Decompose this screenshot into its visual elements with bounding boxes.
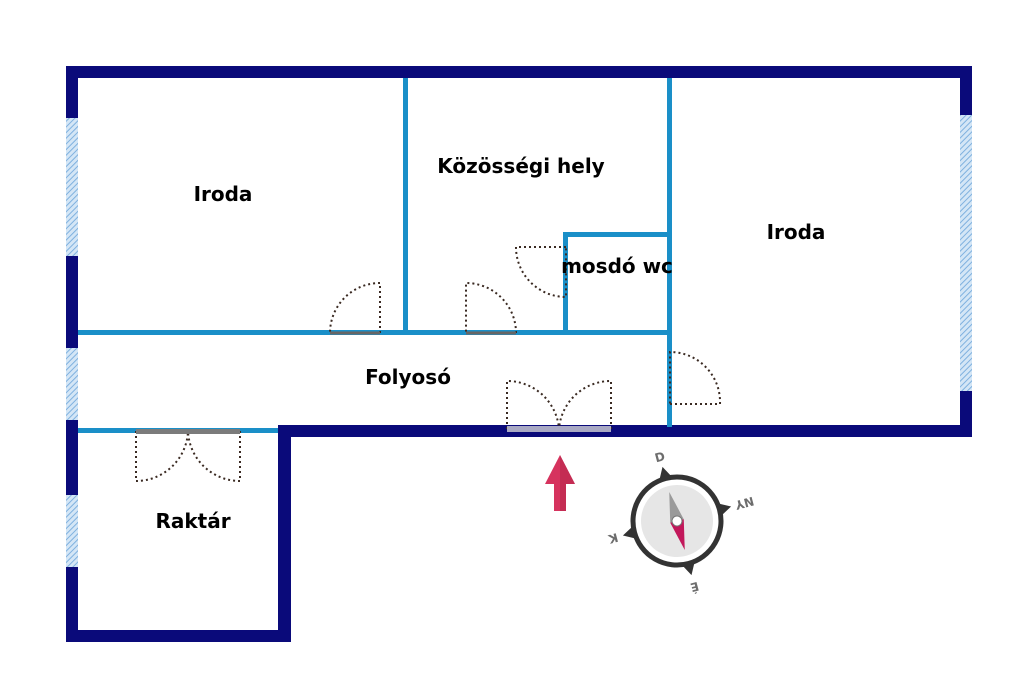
entrance-arrow-icon: [545, 455, 575, 511]
window-right: [960, 115, 972, 391]
door-iroda-left: [329, 281, 381, 335]
door-mosdo: [514, 246, 567, 299]
room-label-raktar: Raktár: [155, 509, 230, 533]
door-iroda-right: [669, 350, 722, 405]
room-label-folyoso: Folyosó: [365, 365, 451, 389]
doors: [135, 246, 722, 483]
compass-west-label: NY: [733, 494, 755, 512]
room-label-kozossegi: Közösségi hely: [437, 154, 604, 178]
compass-east-label: K: [606, 530, 619, 546]
door-kozossegi: [465, 281, 518, 335]
door-entrance-double: [506, 379, 612, 432]
window-left-upper: [66, 118, 78, 256]
window-left-lower: [66, 495, 78, 567]
compass-south-label: D: [653, 449, 666, 465]
compass-icon: D É K NY: [606, 449, 755, 596]
windows: [66, 115, 972, 567]
outer-walls: [66, 66, 972, 642]
room-label-iroda-right: Iroda: [767, 220, 826, 244]
door-raktar-double: [135, 429, 241, 483]
room-label-mosdo: mosdó wc: [561, 254, 673, 278]
compass-north-label: É: [689, 579, 701, 596]
room-label-iroda-left: Iroda: [194, 182, 253, 206]
window-left-middle: [66, 348, 78, 420]
